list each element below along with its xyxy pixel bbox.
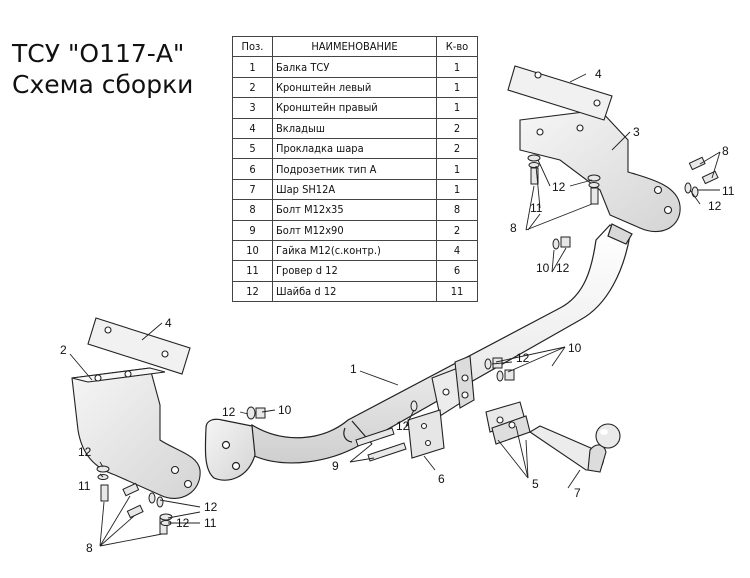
washer-icon: [246, 406, 256, 420]
nut-icon: [560, 236, 571, 248]
washer-icon: [496, 370, 504, 382]
bolt-icon: [701, 170, 719, 185]
washer-icon: [159, 513, 173, 521]
callout-12-far-right: 12: [708, 199, 722, 213]
bolt-icon: [126, 504, 144, 519]
callout-12-left: 12: [222, 405, 236, 419]
washer-icon: [527, 154, 541, 162]
washer-icon: [587, 174, 601, 182]
washer-icon: [156, 496, 164, 508]
callout-8-left: 8: [86, 541, 93, 555]
table-header-row: Поз. НАИМЕНОВАНИЕ К-во: [232, 35, 478, 58]
cell-name: Прокладка шара: [272, 137, 437, 160]
tow-beam: [204, 223, 633, 481]
right-bracket: [519, 109, 681, 233]
lock-washer-icon: [588, 182, 600, 188]
ball-shims: [485, 401, 531, 445]
callout-12-bottom-a: 12: [204, 500, 218, 514]
bolt-icon: [100, 484, 109, 502]
socket-plate: [407, 409, 445, 459]
nut-icon: [255, 407, 266, 419]
callout-9: 9: [332, 459, 339, 473]
callout-7: 7: [574, 486, 581, 500]
washer-icon: [148, 492, 156, 504]
callout-8-far-right: 8: [722, 144, 729, 158]
callout-11-far-right: 11: [722, 184, 735, 198]
washer-icon: [96, 465, 110, 473]
callout-8-right: 8: [510, 221, 517, 235]
bolt-icon: [530, 167, 539, 185]
left-bracket: [71, 367, 201, 499]
callout-11-right-a: 11: [530, 201, 543, 215]
cell-name: Кронштейн левый: [272, 76, 437, 99]
callout-6: 6: [438, 472, 445, 486]
callout-12-left-low: 12: [78, 445, 92, 459]
callout-12-center: 12: [396, 419, 410, 433]
callout-12-right-a: 12: [552, 180, 566, 194]
bolt-icon: [122, 482, 140, 497]
washer-icon: [684, 182, 692, 194]
header-pos: Поз.: [232, 35, 273, 58]
insert-plate-left: [87, 317, 191, 375]
cell-qty: 2: [436, 137, 478, 160]
bolt-icon: [688, 156, 706, 171]
cell-name: Подрозетник тип А: [272, 158, 437, 180]
lock-washer-icon: [691, 186, 699, 198]
callout-12-upper: 12: [556, 261, 570, 275]
callout-4-left: 4: [165, 316, 172, 330]
page-title: ТСУ "О117-А": [12, 39, 185, 68]
cell-pos: 11: [232, 260, 273, 282]
callout-10-upper: 10: [536, 261, 550, 275]
ball-mount-bracket: [431, 355, 475, 417]
leader-lines: [69, 73, 721, 547]
callout-3: 3: [633, 125, 640, 139]
washer-icon: [552, 238, 560, 250]
callout-5: 5: [532, 477, 539, 491]
cell-qty: 11: [436, 280, 478, 303]
cell-name: Шайба d 12: [272, 280, 437, 303]
washer-icon: [410, 400, 418, 412]
tow-ball: [528, 423, 621, 473]
cell-qty: 4: [436, 239, 478, 262]
callout-10-left: 10: [278, 403, 292, 417]
page-subtitle: Схема сборки: [12, 70, 194, 99]
callout-12-right: 12: [516, 351, 530, 365]
callout-11-left-low: 11: [78, 479, 91, 493]
callout-4-right: 4: [595, 67, 602, 81]
callout-10-right: 10: [568, 341, 582, 355]
title-block: ТСУ "О117-А" Схема сборки: [12, 38, 193, 100]
cell-name: Гайка М12(с.контр.): [272, 239, 437, 262]
fasteners: [96, 154, 719, 535]
nut-icon: [504, 369, 515, 381]
washer-icon: [484, 358, 492, 370]
bolt-icon: [590, 187, 599, 205]
callout-2: 2: [60, 343, 67, 357]
cell-name: Болт М12х90: [272, 219, 437, 241]
callout-11-bottom: 11: [204, 516, 217, 530]
bolt-icon: [355, 427, 395, 447]
callout-1: 1: [350, 362, 357, 376]
callout-12-bottom-b: 12: [176, 516, 190, 530]
lock-washer-icon: [528, 162, 540, 168]
insert-plate-right: [507, 65, 613, 121]
callout-labels: 4 3 4 2 1 10 12 9 12 6 5 7 10 12 10 12 8…: [60, 67, 735, 555]
